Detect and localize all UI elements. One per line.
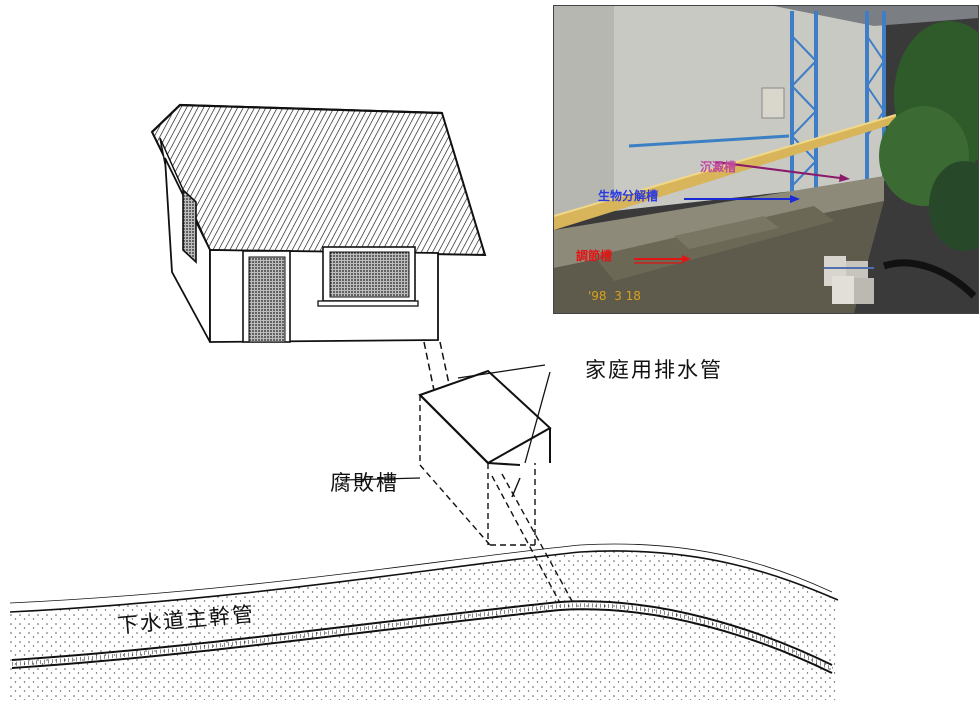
septic-tank: [418, 369, 573, 604]
septic-tank-label: 腐敗槽: [330, 471, 399, 495]
main-sewer-pipe: [11, 600, 833, 674]
photo-date-stamp: '98 3 18: [588, 289, 641, 303]
bio-tank-label: 生物分解槽: [598, 189, 659, 203]
drain-pipe-label: 家庭用排水管: [585, 358, 723, 382]
house: [150, 103, 487, 343]
photo-scene: [554, 6, 978, 313]
label-leader-lines: [342, 364, 551, 481]
treatment-plant-photo: 沉澱槽 生物分解槽 調節槽 '98 3 18: [553, 5, 979, 314]
buckets: [824, 256, 874, 304]
sediment-tank-label: 沉澱槽: [700, 160, 737, 174]
photo-arrows: [634, 161, 850, 264]
inflow-tank-label: 調節槽: [576, 249, 613, 263]
